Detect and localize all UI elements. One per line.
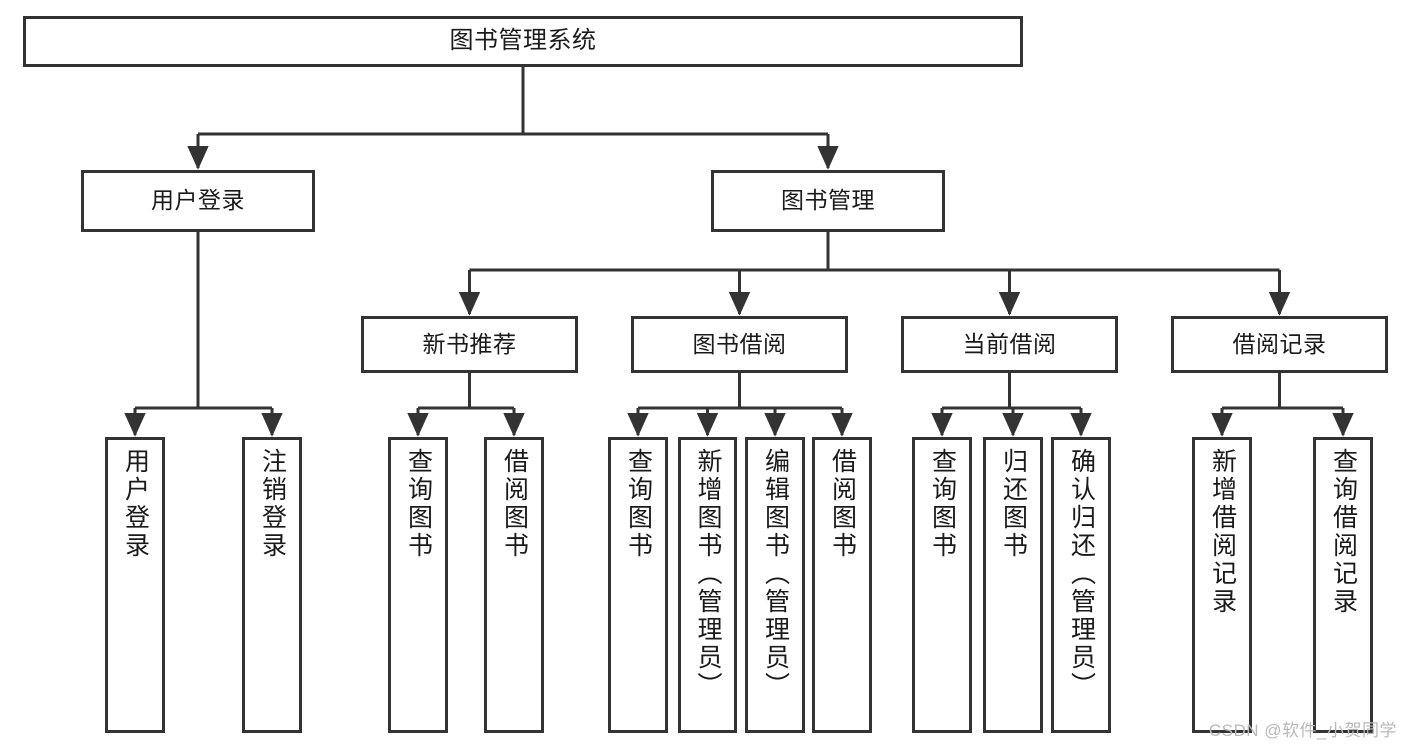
leaf-confirm-return-label: 确认归还（管理员）	[1067, 448, 1096, 700]
leaf-borrow-book-1-label: 借阅图书	[500, 448, 529, 560]
leaf-borrow-book-1[interactable]: 借阅图书	[484, 437, 544, 733]
leaf-add-book[interactable]: 新增图书（管理员）	[678, 437, 737, 733]
leaf-logout[interactable]: 注销登录	[242, 437, 302, 733]
node-loan-record[interactable]: 借阅记录	[1171, 316, 1388, 373]
edges	[124, 67, 1354, 437]
leaf-query-book-3[interactable]: 查询图书	[912, 437, 972, 733]
leaf-query-book-1[interactable]: 查询图书	[388, 437, 448, 733]
watermark: CSDN @软件_小贺同学	[1208, 721, 1397, 740]
leaf-add-book-label: 新增图书（管理员）	[694, 448, 722, 700]
node-root[interactable]: 图书管理系统	[23, 16, 1023, 67]
node-user-login-label: 用户登录	[151, 187, 245, 214]
leaf-add-loan-record[interactable]: 新增借阅记录	[1192, 437, 1252, 733]
node-book-manage[interactable]: 图书管理	[711, 170, 945, 232]
leaf-logout-label: 注销登录	[258, 448, 287, 560]
node-loan-record-label: 借阅记录	[1232, 330, 1327, 357]
leaf-query-book-2[interactable]: 查询图书	[608, 437, 668, 733]
node-new-book-recommend[interactable]: 新书推荐	[361, 316, 578, 373]
leaf-user-login-label: 用户登录	[121, 448, 150, 560]
leaf-edit-book[interactable]: 编辑图书（管理员）	[745, 437, 805, 733]
leaf-user-login[interactable]: 用户登录	[105, 437, 165, 733]
leaf-query-book-3-label: 查询图书	[928, 448, 957, 560]
node-root-label: 图书管理系统	[449, 27, 597, 55]
node-book-manage-label: 图书管理	[781, 187, 875, 214]
leaf-confirm-return[interactable]: 确认归还（管理员）	[1051, 437, 1111, 733]
node-current-loan[interactable]: 当前借阅	[901, 316, 1118, 373]
leaf-query-book-1-label: 查询图书	[404, 448, 433, 560]
leaf-return-book[interactable]: 归还图书	[983, 437, 1043, 733]
node-current-loan-label: 当前借阅	[962, 330, 1057, 357]
leaf-query-loan-record-label: 查询借阅记录	[1329, 448, 1358, 616]
leaf-query-loan-record[interactable]: 查询借阅记录	[1313, 437, 1373, 733]
node-book-borrow-label: 图书借阅	[692, 330, 787, 357]
leaf-borrow-book-2[interactable]: 借阅图书	[812, 437, 872, 733]
node-new-book-recommend-label: 新书推荐	[422, 330, 517, 357]
node-book-borrow[interactable]: 图书借阅	[631, 316, 848, 373]
leaf-query-book-2-label: 查询图书	[624, 448, 653, 560]
leaf-return-book-label: 归还图书	[999, 448, 1028, 560]
leaf-edit-book-label: 编辑图书（管理员）	[761, 448, 790, 700]
node-user-login[interactable]: 用户登录	[81, 170, 315, 232]
leaf-add-loan-record-label: 新增借阅记录	[1208, 448, 1237, 616]
leaf-borrow-book-2-label: 借阅图书	[828, 448, 857, 560]
